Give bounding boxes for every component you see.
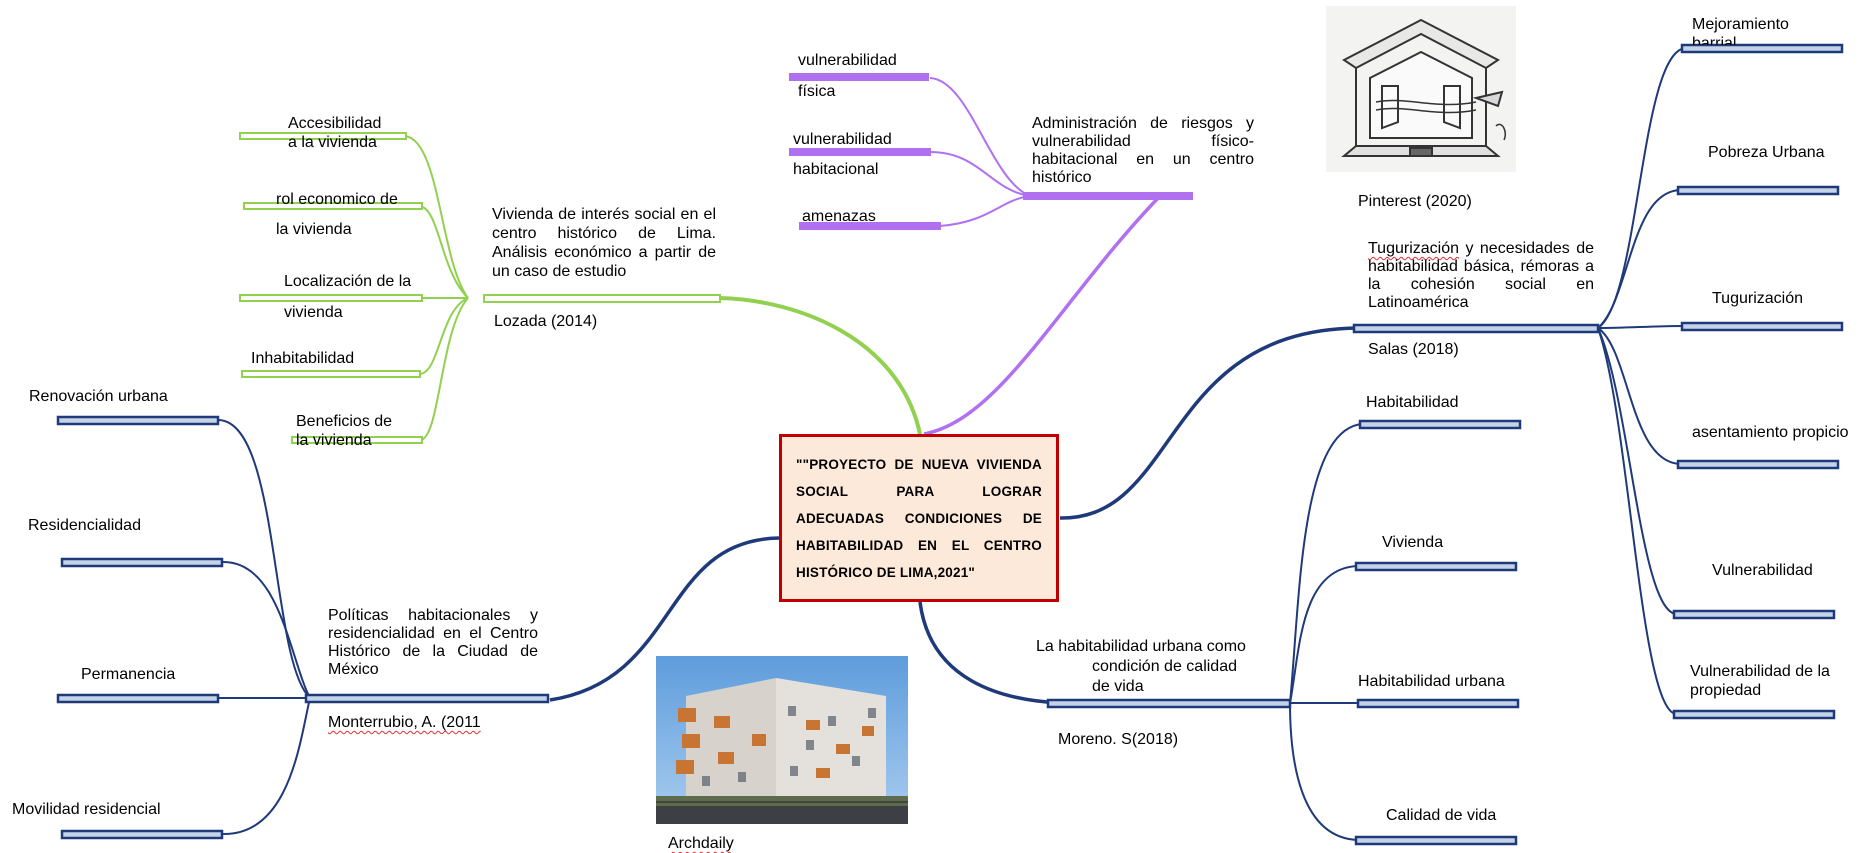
leaf-tugurizacion: Tugurización bbox=[1712, 290, 1804, 307]
leaf-vulnerabilidad-fisica-2: física bbox=[798, 83, 836, 100]
bar-inhabitabilidad bbox=[241, 370, 421, 378]
leaf-accesibilidad-1: Accesibilidad bbox=[288, 115, 382, 132]
salas-title-text: Tugurización y necesidades de habitabili… bbox=[1368, 240, 1594, 311]
central-topic-box: ""PROYECTO DE NUEVA VIVIENDA SOCIAL PARA… bbox=[779, 434, 1059, 602]
monterrubio-main-bar bbox=[304, 693, 550, 704]
bar-rol-economico bbox=[243, 202, 423, 210]
bar-vulnerabilidad-fisica bbox=[789, 73, 929, 81]
bar-pobreza bbox=[1676, 185, 1840, 196]
moreno-title-3: de vida bbox=[1092, 678, 1144, 695]
bar-vivienda bbox=[1354, 561, 1518, 572]
central-topic-title: ""PROYECTO DE NUEVA VIVIENDA SOCIAL PARA… bbox=[796, 457, 1042, 580]
bar-mejoramiento bbox=[1680, 43, 1844, 54]
leaf-accesibilidad-2: a la vivienda bbox=[288, 134, 377, 151]
lozada-main-bar bbox=[483, 294, 721, 303]
leaf-beneficios-1: Beneficios de bbox=[296, 413, 393, 430]
leaf-rol-economico-2: la vivienda bbox=[276, 221, 352, 238]
riesgos-branch-connectors bbox=[923, 77, 1162, 436]
leaf-calidad-vida: Calidad de vida bbox=[1386, 807, 1497, 824]
moreno-citation: Moreno. S(2018) bbox=[1058, 731, 1179, 748]
archdaily-building-photo bbox=[656, 656, 908, 824]
pinterest-sketch-image bbox=[1326, 6, 1516, 172]
leaf-localizacion-1: Localización de la bbox=[284, 273, 412, 290]
monterrubio-citation: Monterrubio, A. (2011 bbox=[328, 714, 481, 731]
bar-accesibilidad bbox=[239, 132, 407, 140]
bar-asentamiento bbox=[1676, 459, 1840, 470]
leaf-vivienda: Vivienda bbox=[1382, 534, 1444, 551]
leaf-vulnerabilidad-propiedad: Vulnerabilidad de la propiedad bbox=[1690, 663, 1830, 699]
pinterest-caption: Pinterest (2020) bbox=[1358, 193, 1472, 210]
leaf-mejoramiento: Mejoramiento barrial bbox=[1692, 16, 1789, 45]
moreno-main-bar bbox=[1046, 698, 1292, 709]
salas-citation: Salas (2018) bbox=[1368, 341, 1459, 358]
lozada-citation: Lozada (2014) bbox=[494, 313, 598, 330]
leaf-vulnerabilidad-fisica-1: vulnerabilidad bbox=[798, 52, 897, 69]
lozada-bars bbox=[239, 132, 721, 444]
navy-connectors bbox=[217, 47, 1687, 841]
bar-vulnerabilidad-propiedad bbox=[1672, 709, 1836, 720]
moreno-title-1: La habitabilidad urbana como bbox=[1036, 638, 1246, 655]
moreno-title-2: condición de calidad bbox=[1092, 658, 1237, 675]
salas-title: Tugurización y necesidades de habitabili… bbox=[1368, 240, 1594, 312]
bar-vulnerabilidad bbox=[1672, 609, 1836, 620]
bar-calidad-vida bbox=[1354, 835, 1518, 846]
leaf-rol-economico-1: rol economico de bbox=[276, 191, 398, 208]
bar-permanencia bbox=[56, 693, 220, 704]
bar-tugurizacion bbox=[1680, 321, 1844, 332]
monterrubio-title: Políticas habitacionales y residencialid… bbox=[328, 607, 538, 678]
navy-bars bbox=[56, 43, 1844, 846]
leaf-vulnerabilidad-habitacional-1: vulnerabilidad bbox=[793, 131, 892, 148]
leaf-beneficios-2: la vivienda bbox=[296, 432, 372, 449]
bar-residencialidad bbox=[60, 557, 224, 568]
leaf-permanencia: Permanencia bbox=[81, 666, 176, 683]
salas-title-first-word: Tugurización bbox=[1368, 240, 1460, 257]
leaf-inhabitabilidad: Inhabitabilidad bbox=[251, 350, 355, 367]
leaf-vulnerabilidad-habitacional-2: habitacional bbox=[793, 161, 879, 178]
bar-renovacion bbox=[56, 415, 220, 426]
archdaily-caption: Archdaily bbox=[668, 835, 734, 852]
leaf-habitabilidad-urbana: Habitabilidad urbana bbox=[1358, 673, 1505, 690]
bar-localizacion bbox=[239, 294, 423, 302]
leaf-localizacion-2: vivienda bbox=[284, 304, 343, 321]
bar-habitabilidad bbox=[1358, 419, 1522, 430]
leaf-habitabilidad: Habitabilidad bbox=[1366, 394, 1459, 411]
riesgos-main-bar bbox=[1023, 192, 1193, 200]
leaf-vulnerabilidad: Vulnerabilidad bbox=[1712, 562, 1813, 579]
leaf-pobreza: Pobreza Urbana bbox=[1708, 144, 1825, 161]
salas-main-bar bbox=[1352, 323, 1600, 334]
riesgos-title: Administración de riesgos y vulnerabilid… bbox=[1032, 115, 1254, 186]
leaf-renovacion: Renovación urbana bbox=[29, 388, 168, 405]
leaf-movilidad: Movilidad residencial bbox=[12, 801, 161, 818]
leaf-amenazas: amenazas bbox=[802, 208, 876, 225]
bar-beneficios bbox=[291, 436, 423, 444]
leaf-asentamiento: asentamiento propicio bbox=[1692, 424, 1849, 441]
riesgos-bars bbox=[789, 73, 1193, 230]
lozada-branch-connectors bbox=[404, 135, 922, 441]
lozada-title: Vivienda de interés social en el centro … bbox=[492, 206, 716, 280]
leaf-residencialidad: Residencialidad bbox=[28, 517, 141, 534]
bar-movilidad bbox=[60, 829, 224, 840]
bar-vulnerabilidad-habitacional bbox=[789, 148, 931, 156]
bar-habitabilidad-urbana bbox=[1356, 698, 1520, 709]
bar-amenazas bbox=[799, 222, 941, 230]
